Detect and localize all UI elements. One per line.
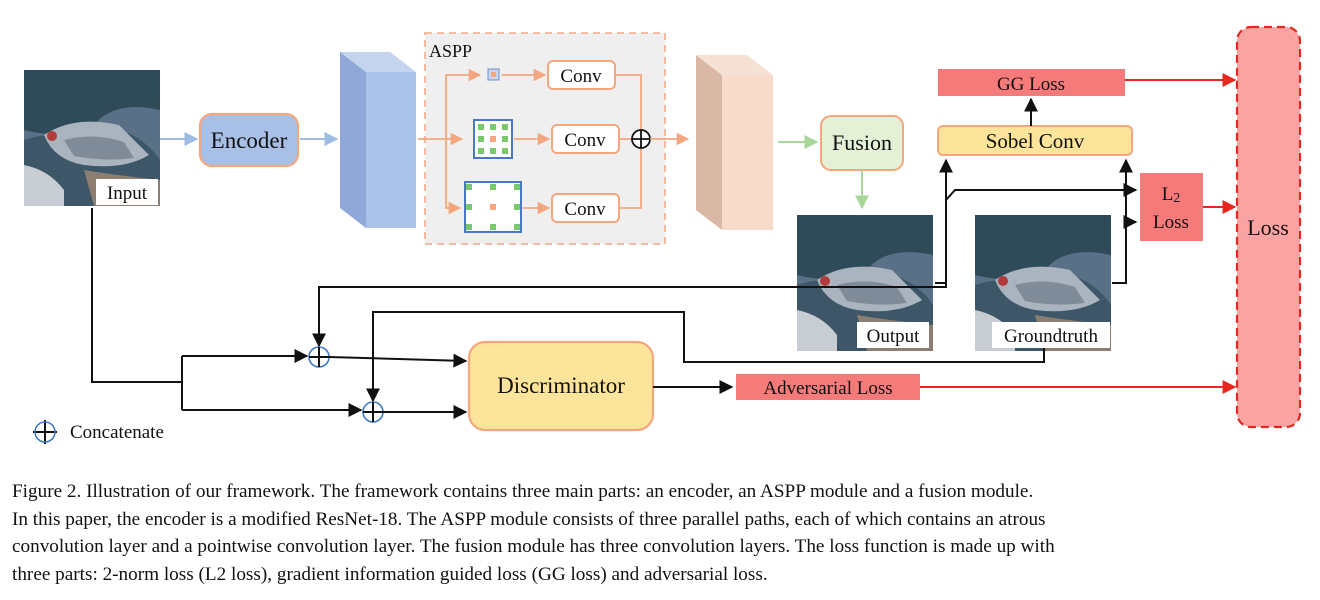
gg-loss-label: GG Loss <box>997 74 1065 95</box>
caption-line-4: three parts: 2-norm loss (L2 loss), grad… <box>12 563 768 585</box>
aspp-label: ASPP <box>429 41 472 61</box>
conv-label-3: Conv <box>564 199 606 220</box>
caption-line-3: convolution layer and a pointwise convol… <box>12 536 1055 557</box>
l2-loss-box <box>1140 173 1203 241</box>
conv-label-2: Conv <box>564 130 606 151</box>
concat-arrows <box>328 353 468 419</box>
encoder-feature-block <box>340 52 416 228</box>
l2-loss-line1: L2 <box>1162 184 1181 206</box>
input-connections <box>91 208 363 417</box>
adversarial-loss-box <box>736 374 920 400</box>
encoder-label: Encoder <box>211 128 288 153</box>
sobel-conv-label: Sobel Conv <box>986 129 1085 153</box>
caption-line-1: Figure 2. Illustration of our framework.… <box>12 481 1034 502</box>
fusion-label: Fusion <box>832 130 892 155</box>
concat-node-1 <box>308 346 330 368</box>
input-label: Input <box>107 183 148 204</box>
atrous-kernel-medium <box>473 119 513 159</box>
groundtruth-label: Groundtruth <box>1004 326 1098 347</box>
concatenate-legend-label: Concatenate <box>70 422 164 443</box>
total-loss-label: Loss <box>1247 215 1289 240</box>
aspp-kernel-arrows <box>502 68 551 215</box>
input-label-box <box>96 179 158 205</box>
encoder-box <box>198 112 300 168</box>
output-label-box <box>857 322 929 348</box>
atrous-kernel-large <box>464 181 522 233</box>
groundtruth-label-box <box>992 322 1110 348</box>
groundtruth-connections <box>366 158 1138 403</box>
adversarial-loss-label: Adversarial Loss <box>763 378 892 399</box>
concatenate-legend-icon <box>33 420 57 444</box>
conv-label-1: Conv <box>560 66 602 87</box>
l2-loss-line2: Loss <box>1153 212 1189 233</box>
aspp-feature-block <box>696 55 773 230</box>
atrous-kernel-small <box>487 68 500 81</box>
sobel-conv-box <box>937 125 1133 156</box>
output-label: Output <box>867 326 921 347</box>
gg-loss-box <box>938 69 1125 96</box>
figure-caption: Figure 2. Illustration of our framework.… <box>12 478 1312 588</box>
discriminator-label: Discriminator <box>497 373 625 398</box>
framework-diagram: Input Encoder ASPP <box>24 25 1302 444</box>
caption-line-2: In this paper, the encoder is a modified… <box>12 508 1046 530</box>
total-loss-box <box>1235 25 1302 429</box>
aspp-sum-icon <box>631 129 651 149</box>
aspp-input-arrows <box>418 68 482 215</box>
output-connections <box>312 158 1138 348</box>
aspp-merge-lines <box>615 74 642 209</box>
concat-node-2 <box>362 401 384 423</box>
